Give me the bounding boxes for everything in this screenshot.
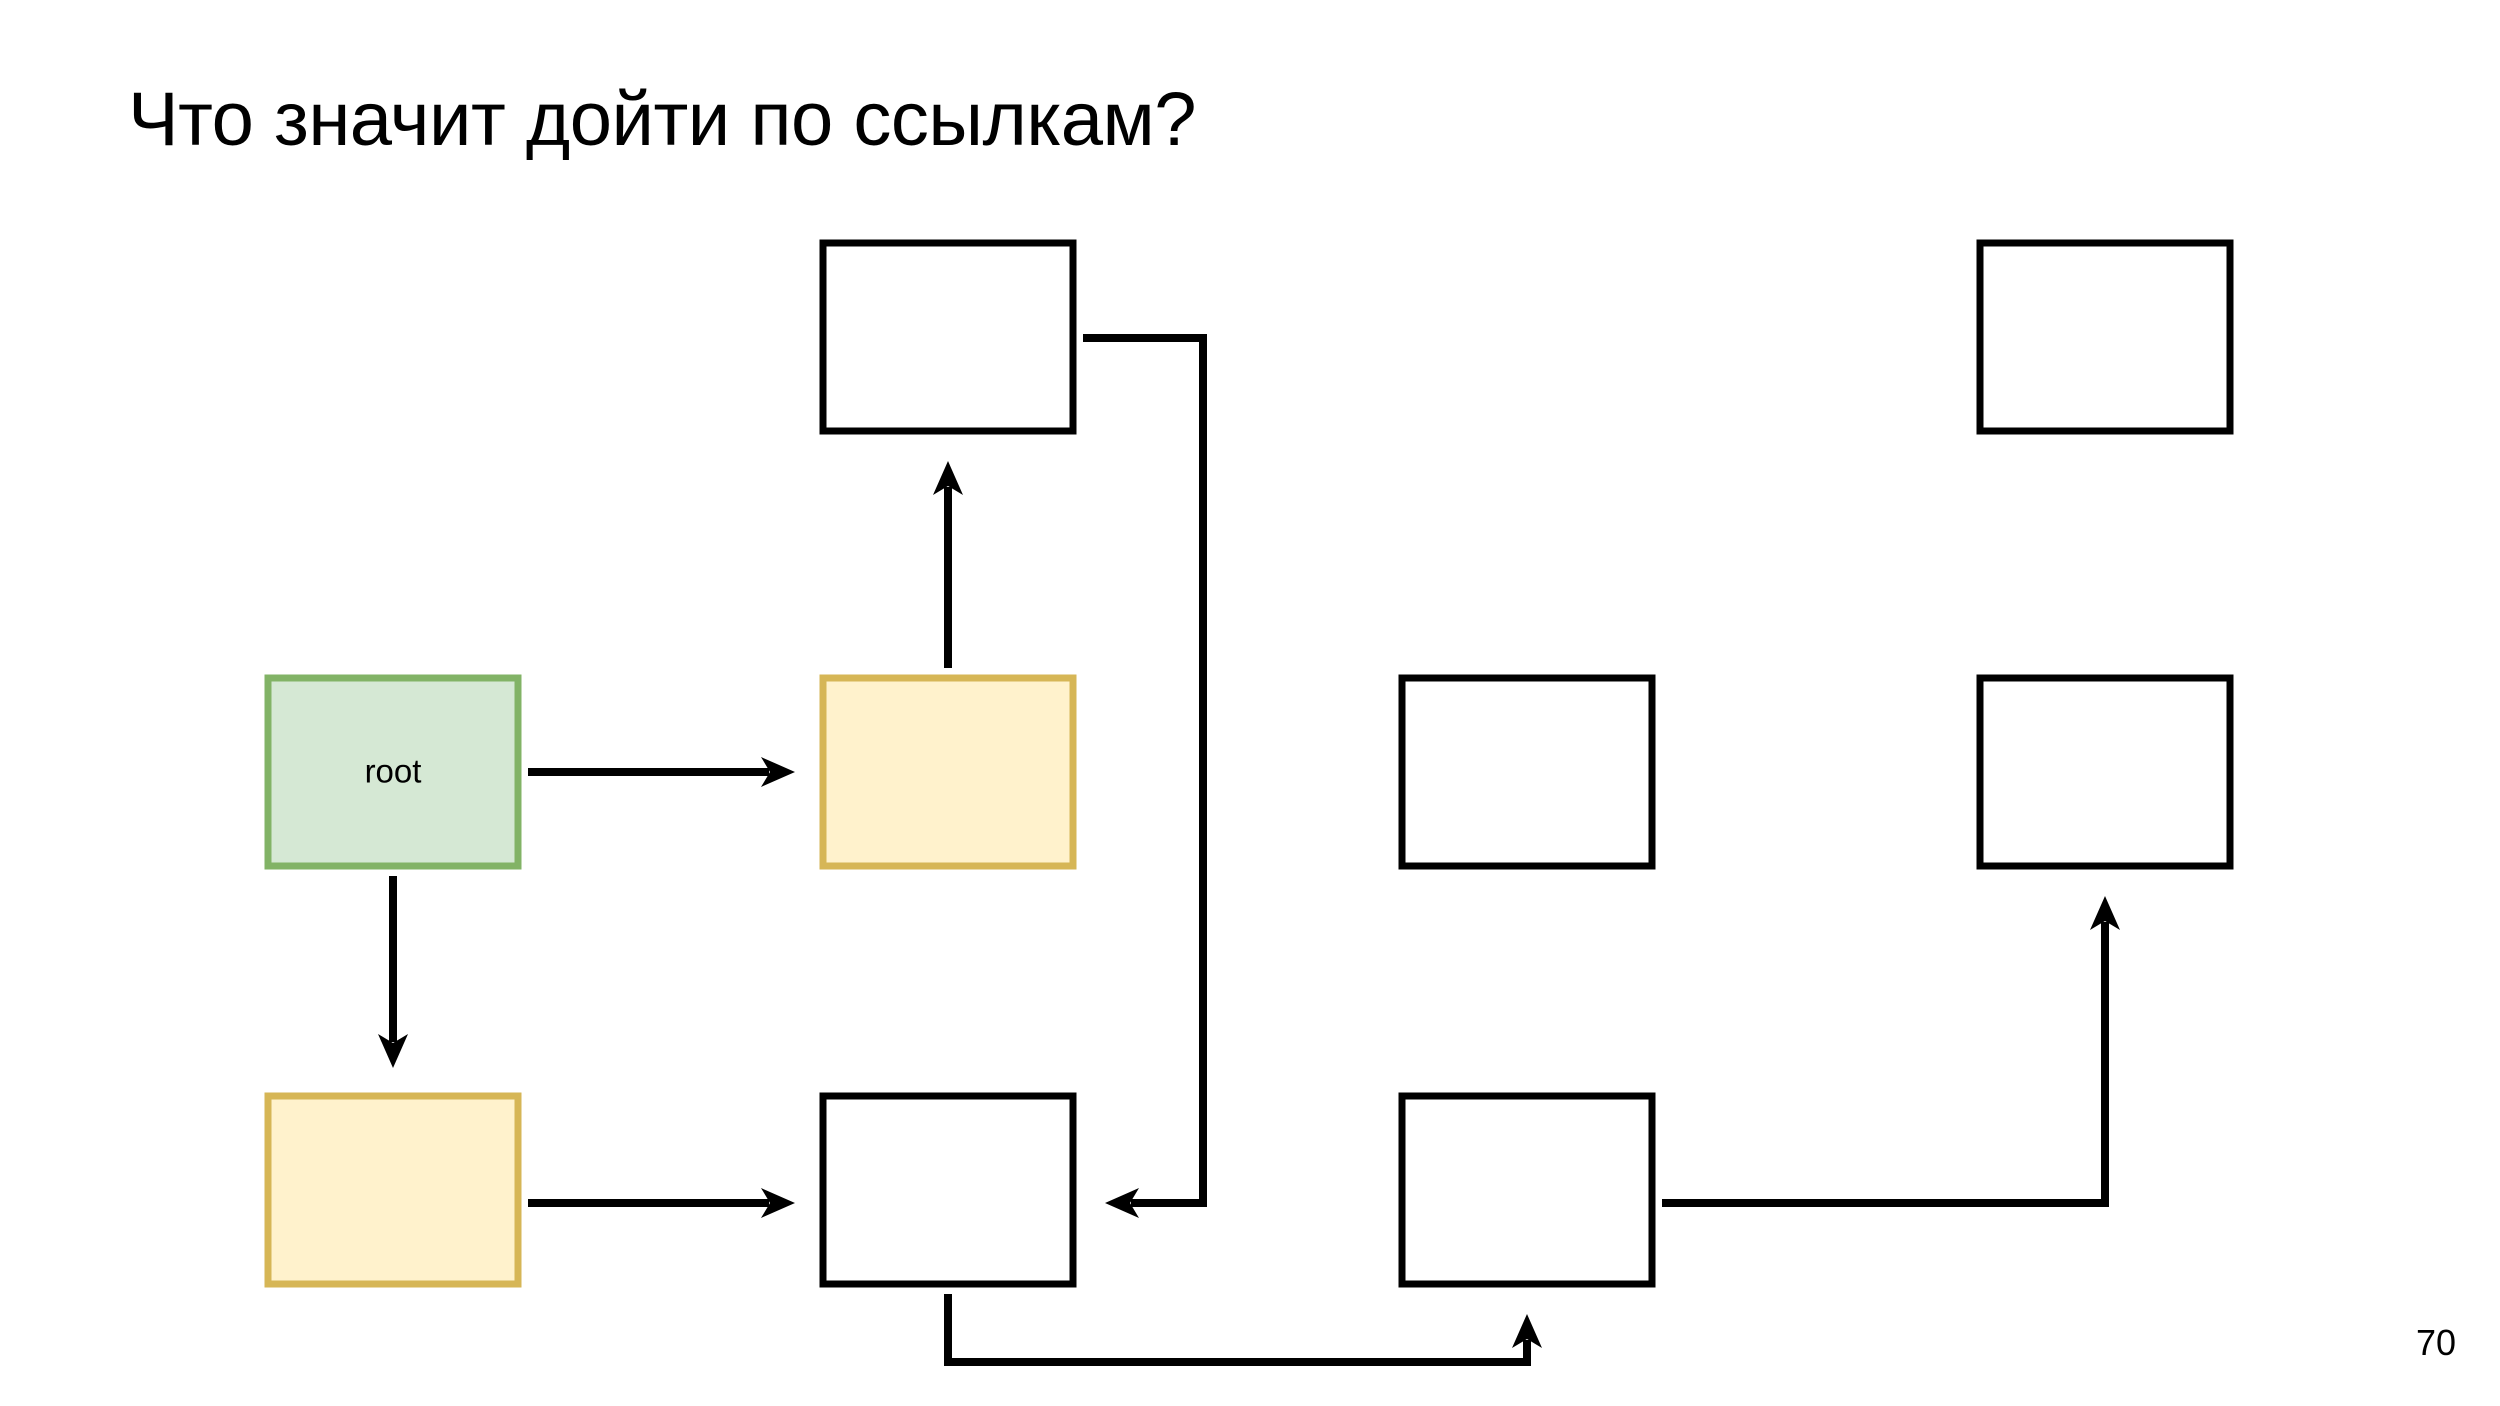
node-mid-right[interactable] [1976,674,2234,870]
page-title: Что значит дойти по ссылкам? [128,77,1197,162]
edge-root-to-bottom-yellow [378,876,408,1068]
page-number: 70 [2415,1322,2456,1363]
node-box-top-right[interactable] [1976,239,2234,435]
node-box-mid-yellow[interactable] [819,674,1077,870]
edge-mid-yellow-to-top-middle [933,461,963,668]
edge-bottom-middle-to-bottom-right [944,1294,1542,1366]
node-box-bottom-middle[interactable] [819,1092,1077,1288]
edge-root-to-mid-yellow [528,757,795,787]
node-bottom-middle[interactable] [819,1092,1077,1288]
node-top-middle[interactable] [819,239,1077,435]
node-label-root: root [365,753,422,790]
node-top-right[interactable] [1976,239,2234,435]
node-box-bottom-right[interactable] [1398,1092,1656,1288]
edge-bottom-yellow-to-bottom-middle [528,1188,795,1218]
node-box-mid-right[interactable] [1976,674,2234,870]
edge-bottom-right-to-mid-right [1662,896,2120,1207]
node-layer: root [264,239,2234,1288]
node-bottom-right[interactable] [1398,1092,1656,1288]
node-box-top-middle[interactable] [819,239,1077,435]
node-box-bottom-yellow[interactable] [264,1092,522,1288]
node-bottom-yellow[interactable] [264,1092,522,1288]
edge-layer [378,334,2120,1366]
node-mid-center[interactable] [1398,674,1656,870]
node-box-mid-center[interactable] [1398,674,1656,870]
node-mid-yellow[interactable] [819,674,1077,870]
node-box-root[interactable] [264,674,522,870]
edge-top-middle-to-bottom-middle [1083,334,1207,1218]
node-root[interactable]: root [264,674,522,870]
